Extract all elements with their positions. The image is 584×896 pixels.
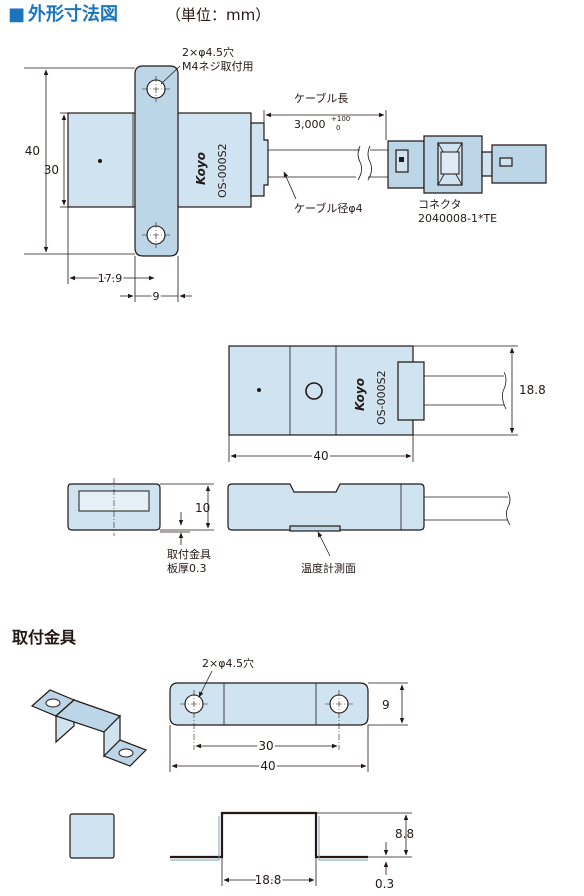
cable-break (506, 491, 511, 526)
bracket-profile-inner (170, 816, 368, 861)
bracket-strip (289, 525, 341, 532)
dim-30-label: 30 (44, 163, 59, 177)
bracket-isometric (30, 689, 148, 767)
bracket-profile (170, 811, 368, 859)
side-view-body (227, 483, 425, 531)
bracket-section-title: 取付金具 (12, 628, 76, 647)
header-marker: ■ (8, 4, 25, 25)
connector-label: コネクタ (418, 198, 462, 211)
brand-logo-front: Koyo (353, 378, 367, 411)
cable-nose (250, 122, 269, 197)
indicator-dot (257, 388, 261, 392)
dim-9-bracket-label: 9 (382, 698, 390, 712)
bracket-thickness-2: 板厚0.3 (167, 561, 207, 575)
top-view: 40 30 Koyo OS-000S2 2×φ4.5穴 M4ネジ取付用 (24, 45, 547, 305)
cable-break (357, 145, 362, 181)
connector (387, 135, 547, 194)
cable-length-value: 3,000 (294, 118, 326, 131)
dim-18-8-bracket-label: 18.8 (255, 873, 282, 887)
cable-dia-label: ケーブル径φ4 (294, 201, 363, 215)
connector-part: 2040008-1*TE (418, 212, 497, 225)
bracket-hole-note: 2×φ4.5穴 (202, 656, 254, 670)
cable-break (502, 371, 507, 410)
hole-note-1: 2×φ4.5穴 (182, 45, 234, 59)
leader-line (160, 65, 181, 85)
bracket-thickness-1: 取付金具 (167, 547, 211, 561)
page-title: 外形寸法図 (28, 3, 118, 25)
model-text: OS-000S2 (216, 143, 229, 198)
bracket-plan (169, 682, 369, 726)
temp-surface-label: 温度計測面 (301, 561, 356, 575)
indicator-dot (98, 159, 102, 163)
side-views: 10 取付金具 板厚0.3 温度計測面 (67, 478, 511, 575)
hole-note-2: M4ネジ取付用 (182, 60, 254, 73)
mounting-bracket (134, 65, 179, 257)
model-text-front: OS-000S2 (375, 370, 388, 425)
leader-line (198, 670, 213, 698)
dim-40-bracket-label: 40 (260, 759, 275, 773)
brand-logo: Koyo (194, 152, 208, 185)
dim-30-bracket-label: 30 (258, 739, 273, 753)
dim-9-label: 9 (153, 290, 160, 303)
cable-length-tol-lower: 0 (336, 124, 340, 132)
cable-nose-front (397, 361, 425, 421)
dim-18-8-label: 18.8 (519, 383, 546, 397)
cable-length-label: ケーブル長 (294, 91, 348, 105)
front-view: Koyo OS-000S2 18.8 40 (228, 345, 546, 465)
dim-10-label: 10 (195, 501, 210, 515)
dim-0-3-label: 0.3 (375, 877, 394, 891)
dim-40-front-label: 40 (313, 449, 328, 463)
cable-length-tol-upper: +100 (331, 115, 350, 123)
cable-break (367, 145, 372, 181)
bracket-end-view (69, 813, 115, 859)
leader-line (317, 531, 331, 557)
dim-40-label: 40 (25, 144, 40, 158)
leader-line (283, 171, 297, 200)
dim-17-9-label: 17.9 (98, 272, 123, 285)
sensor-window (305, 382, 323, 400)
unit-label: （単位：mm） (166, 6, 270, 24)
bracket-views: 2×φ4.5穴 9 30 40 8.8 0.3 18.8 (30, 656, 414, 891)
dim-8-8-label: 8.8 (395, 827, 414, 841)
